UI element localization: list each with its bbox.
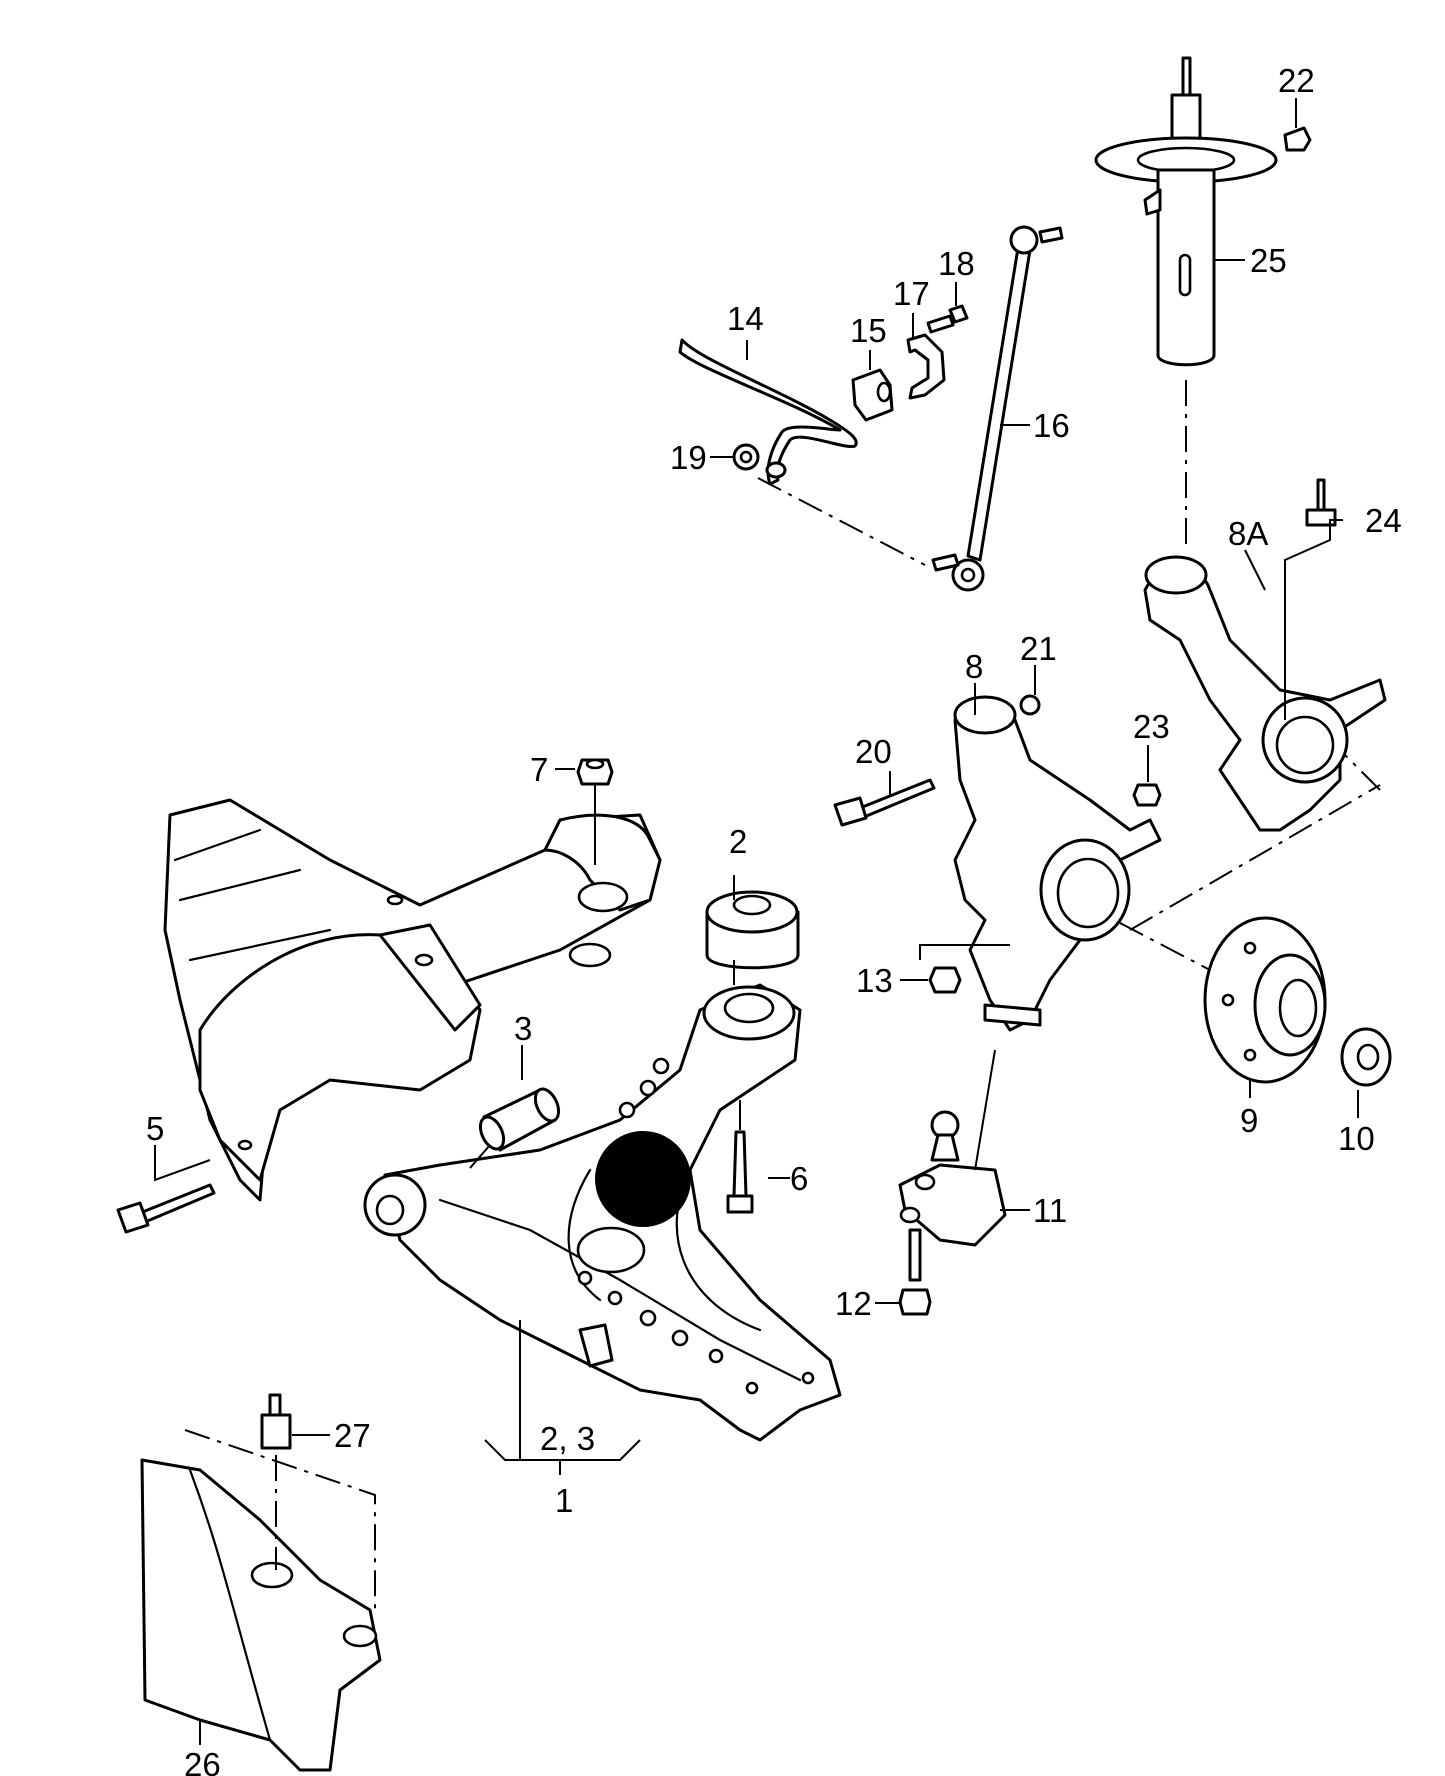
screw-part-12 (898, 1228, 932, 1316)
callout-26: 26 (184, 1746, 221, 1776)
callout-27: 27 (334, 1417, 371, 1454)
callout-3: 3 (514, 1010, 532, 1047)
nut-part-13 (928, 966, 962, 994)
nut-part-21 (1019, 694, 1041, 716)
leader-lines (154, 98, 1359, 1745)
wheel-bearing-housing-8a (1143, 555, 1387, 832)
callout-7: 7 (530, 751, 548, 788)
wheel-bearing-housing-8 (953, 695, 1162, 1032)
callout-16: 16 (1033, 407, 1070, 444)
bolt-part-5 (116, 1183, 216, 1234)
strut-part-25 (1094, 56, 1278, 367)
bushing-part-15 (851, 368, 894, 422)
callout-1: 1 (555, 1482, 573, 1519)
nut-part-19 (732, 443, 760, 471)
callout-8a: 8A (1228, 515, 1268, 552)
callout-14: 14 (727, 300, 764, 337)
callout-23: 23 (1133, 708, 1170, 745)
callout-8: 8 (965, 648, 983, 685)
bolt-part-18 (926, 304, 969, 334)
ball-joint-part-11 (898, 1110, 1007, 1247)
stabilizer-bar-part-14 (678, 338, 858, 486)
callout-17: 17 (893, 275, 930, 312)
nut-part-7 (576, 758, 614, 786)
callout-25: 25 (1250, 242, 1287, 279)
underbody-panel-part-26 (140, 1458, 382, 1772)
nut-part-22 (1283, 126, 1312, 152)
callout-6: 6 (790, 1160, 808, 1197)
wheel-hub-part-9 (1203, 916, 1327, 1084)
callout-2-3: 2, 3 (540, 1420, 595, 1457)
clamp-part-17 (906, 333, 946, 400)
black-dot-marker (595, 1131, 691, 1227)
callout-18: 18 (938, 245, 975, 282)
callout-11: 11 (1033, 1192, 1067, 1229)
callout-15: 15 (850, 312, 887, 349)
assembly-axes (184, 380, 1381, 1615)
callout-22: 22 (1278, 62, 1315, 99)
callout-13: 13 (856, 962, 893, 999)
nut-part-23 (1132, 783, 1162, 807)
callout-10: 10 (1338, 1120, 1375, 1157)
callout-5: 5 (146, 1110, 164, 1147)
callout-9: 9 (1240, 1102, 1258, 1139)
callout-21: 21 (1020, 630, 1057, 667)
sleeve-part-3 (478, 1087, 561, 1152)
callout-2: 2 (729, 823, 747, 860)
hub-nut-part-10 (1340, 1027, 1392, 1087)
callout-labels: 1 2 3 2, 3 5 6 7 8 8A 9 10 11 12 13 14 1… (146, 62, 1402, 1776)
bolt-part-20 (833, 778, 936, 827)
bushing-part-2 (705, 890, 800, 970)
callout-24: 24 (1365, 502, 1402, 539)
bolt-part-24 (1305, 478, 1337, 527)
screw-part-6 (726, 1130, 754, 1214)
callout-12: 12 (835, 1285, 872, 1322)
callout-20: 20 (855, 733, 892, 770)
subframe (163, 798, 662, 1202)
coupling-rod-part-16 (931, 225, 1064, 592)
clip-part-27 (260, 1393, 292, 1450)
callout-19: 19 (670, 439, 707, 476)
